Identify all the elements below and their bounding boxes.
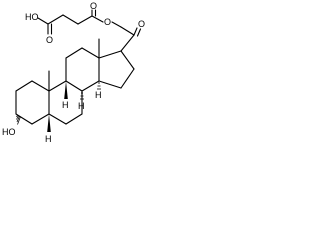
c3-hydroxyl-label: HO (2, 127, 16, 137)
c9-hydrogen-label: H (62, 100, 69, 110)
ketone-oxygen-label: O (138, 19, 145, 29)
ester-linking-oxygen-label: O (104, 17, 111, 27)
structure-diagram: HO O O O O HO H H H H (2, 1, 145, 144)
hydroxyl-hashed-bond (16, 114, 21, 125)
ring-d (98, 50, 135, 89)
acid-hydroxyl-label: HO (25, 12, 39, 22)
c8-hydrogen-label: H (78, 101, 85, 111)
ring-a (15, 80, 50, 125)
ester-carbonyl-oxygen-label: O (90, 1, 97, 11)
ring-c (65, 47, 100, 92)
stereo-bonds (47, 81, 101, 132)
ring-b (48, 80, 83, 125)
c14-hydrogen-label: H (95, 90, 102, 100)
c5-hydrogen-label: H (45, 134, 52, 144)
acid-carbonyl-oxygen-label: O (46, 35, 53, 45)
angular-methyls (48, 38, 100, 92)
side-chain (37, 9, 142, 52)
